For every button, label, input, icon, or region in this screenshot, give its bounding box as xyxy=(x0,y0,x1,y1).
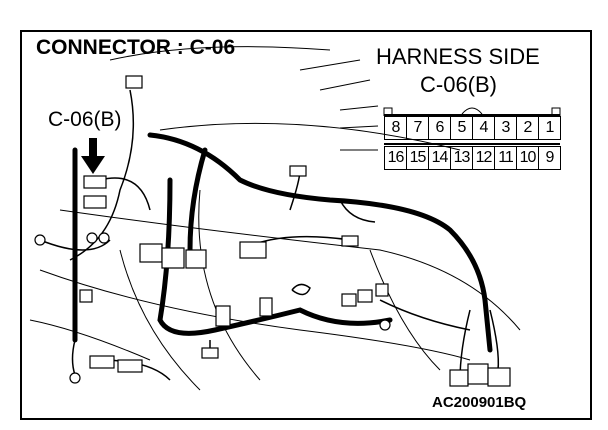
pin: 3 xyxy=(495,116,517,140)
pin: 15 xyxy=(407,146,429,170)
pin: 11 xyxy=(495,146,517,170)
callout-connector-label: C-06(B) xyxy=(48,108,122,131)
pin: 12 xyxy=(473,146,495,170)
connectors xyxy=(34,75,511,387)
pin: 6 xyxy=(429,116,451,140)
pin: 7 xyxy=(407,116,429,140)
pin: 13 xyxy=(451,146,473,170)
connector-outline-details xyxy=(383,107,561,145)
pin: 8 xyxy=(385,116,407,140)
page-title: CONNECTOR : C-06 xyxy=(36,36,236,59)
pin: 10 xyxy=(517,146,539,170)
harness-connector-id: C-06(B) xyxy=(420,72,498,97)
pin: 9 xyxy=(539,146,561,170)
pin: 2 xyxy=(517,116,539,140)
pin: 16 xyxy=(385,146,407,170)
pin: 14 xyxy=(429,146,451,170)
connector-pin-row-top: 8 7 6 5 4 3 2 1 xyxy=(384,116,561,140)
figure-code: AC200901BQ xyxy=(432,394,527,411)
diagram-frame xyxy=(20,30,592,420)
body-panel-lines xyxy=(29,46,521,391)
callout-arrow-icon xyxy=(81,138,105,174)
pin: 5 xyxy=(451,116,473,140)
connector-pin-row-bottom: 16 15 14 13 12 11 10 9 xyxy=(384,146,561,170)
pin: 1 xyxy=(539,116,561,140)
harness-side-label: HARNESS SIDE xyxy=(376,44,540,69)
pin: 4 xyxy=(473,116,495,140)
